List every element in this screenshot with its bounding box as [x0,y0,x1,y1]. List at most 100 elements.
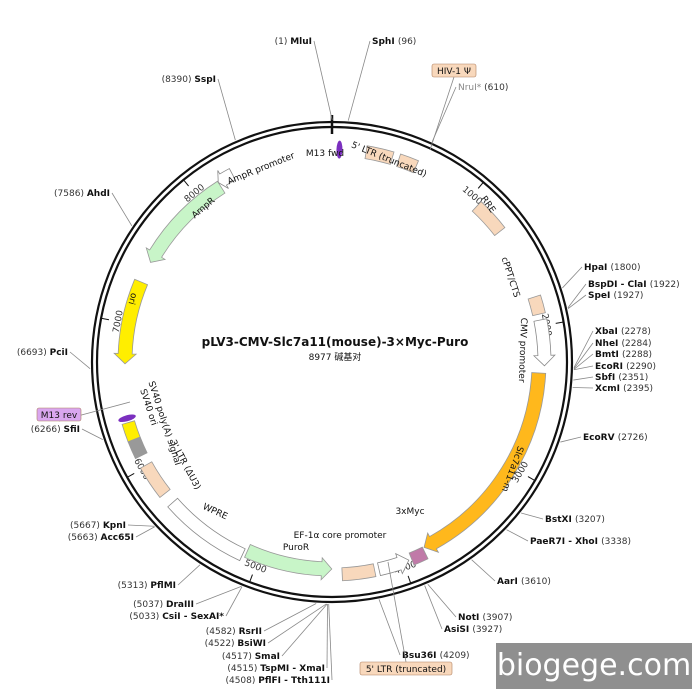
feature-ampr-promoter-18[interactable] [217,168,236,189]
restriction-site[interactable]: (5313) PflMI [118,581,176,591]
site-position: (5667) [70,521,103,531]
site-name: KpnI [103,521,126,531]
site-leader [573,330,594,368]
site-name: SpeI [588,291,614,301]
feature-5-ltr-truncated-1[interactable] [364,145,395,165]
site-position: (1927) [614,291,644,301]
feature-m13-rev-15[interactable] [118,413,137,424]
site-leader [225,586,243,617]
restriction-site[interactable]: (1) MluI [275,37,312,47]
site-position: (4517) [222,652,255,662]
feature-3-ltr-u3-12[interactable] [139,461,171,499]
restriction-site[interactable]: NheI (2284) [595,339,651,349]
restriction-site[interactable]: NotI (3907) [458,613,512,623]
feature-3xmyc-7[interactable] [408,546,429,566]
site-leader [471,559,496,582]
restriction-site[interactable]: (5033) CsiI - SexAI* [129,612,224,622]
restriction-site[interactable]: (4517) SmaI [222,652,280,662]
site-leader [195,586,242,605]
site-leader [520,512,544,520]
feature-hiv-1-2[interactable] [395,153,420,174]
restriction-site[interactable]: NruI* (610) [458,83,508,93]
site-position: (3207) [575,515,605,525]
feature-label-4: cPPT/CTS [499,256,522,299]
restriction-site[interactable]: BspDI - ClaI (1922) [588,280,680,290]
site-leader [263,603,317,632]
site-position: (2726) [618,433,648,443]
restriction-site[interactable]: PaeR7I - XhoI (3338) [530,537,631,547]
restriction-site[interactable]: XbaI (2278) [595,327,651,337]
site-position: (2288) [622,350,652,360]
restriction-site[interactable]: SphI (96) [372,37,416,47]
site-leader [573,376,594,381]
feature-slc7a11-m-6[interactable] [423,372,547,553]
feature-m13-fwd-0[interactable] [336,140,343,159]
feature-rre-3[interactable] [471,201,506,237]
restriction-site[interactable]: BmtI (2288) [595,350,652,360]
restriction-site[interactable]: AsiSI (3927) [444,625,502,635]
site-leader [431,86,457,142]
feature-wpre-11[interactable] [167,497,246,562]
site-position: (2284) [622,339,652,349]
feature-cmv-promoter-5[interactable] [532,318,556,367]
feature-label-11: WPRE [201,502,229,522]
site-leader [567,294,587,310]
restriction-site[interactable]: SbfI (2351) [595,373,648,383]
restriction-site[interactable]: BstXI (3207) [545,515,605,525]
restriction-site[interactable]: XcmI (2395) [595,384,653,394]
feature-cppt-cts-4[interactable] [527,294,546,317]
restriction-site[interactable]: (5667) KpnI [70,521,126,531]
restriction-site[interactable]: (4508) PflFI - Tth111I [225,676,330,686]
restriction-site[interactable]: (5037) DraIII [133,600,194,610]
feature-ef-1-core-promoter-8[interactable] [377,552,410,577]
site-name: MluI [290,37,312,47]
tick-mark [101,317,110,321]
site-leader [562,266,583,289]
restriction-site[interactable]: (5663) Acc65I [68,533,134,543]
site-leader [217,78,236,141]
site-leader [347,40,371,121]
restriction-site[interactable]: (4522) BsiWI [205,639,266,649]
restriction-site[interactable]: SpeI (1927) [588,291,643,301]
restriction-site[interactable]: (4582) RsrII [206,627,262,637]
feature-ampr-17[interactable] [145,180,226,263]
restriction-site[interactable]: HpaI (1800) [584,263,640,273]
site-leader [313,40,333,121]
site-name: PaeR7I - XhoI [530,537,601,547]
site-leader [81,428,103,441]
feature-sv40-ori-14[interactable] [121,420,141,443]
site-name: AhdI [87,189,110,199]
site-leader [572,387,594,389]
site-position: (4522) [205,639,238,649]
restriction-site[interactable]: Bsu36I (4209) [402,651,470,661]
callout-label: HIV-1 Ψ [437,67,471,77]
site-position: (1800) [611,263,641,273]
site-position: (8390) [162,75,195,85]
tick-mark [555,321,564,324]
restriction-site[interactable]: EcoRV (2726) [583,433,648,443]
restriction-site[interactable]: (8390) SspI [162,75,216,85]
restriction-site[interactable]: (7586) AhdI [54,189,110,199]
feature-label-16: ori [126,292,139,306]
site-name: AarI [497,577,521,587]
site-leader [560,436,582,443]
restriction-site[interactable]: (4515) TspMI - XmaI [227,664,325,674]
site-name: SbfI [595,373,618,383]
callout-line [387,561,407,663]
feature-puror-10[interactable] [244,544,333,581]
feature-5-ltr-truncated-9[interactable] [341,563,377,582]
site-position: (3610) [521,577,551,587]
restriction-site[interactable]: (6693) PciI [17,348,68,358]
site-position: (7586) [54,189,87,199]
feature-ori-16[interactable] [113,278,149,365]
restriction-site[interactable]: (6266) SfiI [31,425,80,435]
restriction-site[interactable]: AarI (3610) [497,577,551,587]
site-name: XbaI [595,327,621,337]
watermark: biogege.com [496,643,692,689]
site-position: (4209) [440,651,470,661]
site-leader [135,526,155,538]
restriction-site[interactable]: EcoRI (2290) [595,362,656,372]
site-position: (5037) [133,600,166,610]
